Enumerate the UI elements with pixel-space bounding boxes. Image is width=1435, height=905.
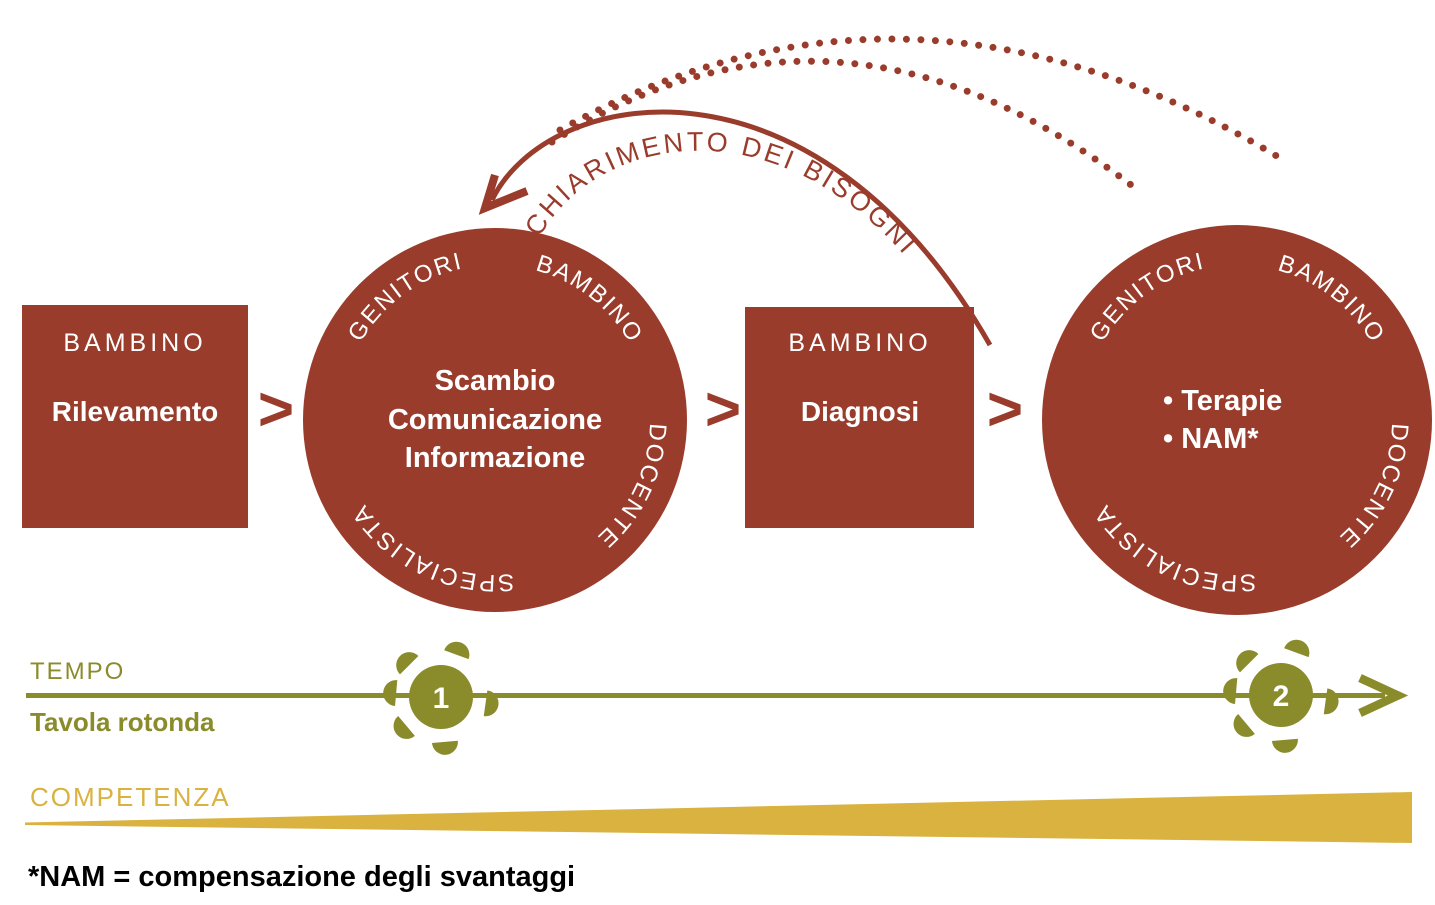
footnote: *NAM = compensazione degli svantaggi <box>28 861 575 893</box>
chair-icon <box>393 715 415 739</box>
timeline-label: TEMPO <box>30 658 125 685</box>
marker-number-2: 2 <box>1273 680 1290 713</box>
clarification-arc <box>489 109 993 347</box>
chair-icon <box>483 690 499 717</box>
chair-icon <box>1223 678 1238 705</box>
chair-icon <box>1323 688 1339 715</box>
step-box-rilevamento <box>22 305 248 528</box>
circle1-center-line-2: Comunicazione <box>388 404 602 436</box>
feedback-dotted-arc-outer <box>556 35 1284 162</box>
competence-label: COMPETENZA <box>30 782 231 812</box>
flow-chevron-3: > <box>987 375 1023 444</box>
competence-wedge <box>25 792 1412 843</box>
chair-icon <box>396 652 419 675</box>
circle2-center-line-2: • NAM* <box>1163 423 1259 455</box>
table-circle <box>409 665 473 729</box>
arc-label: CHIARIMENTO DEI BISOGNI <box>519 127 924 261</box>
chair-icon <box>1233 713 1255 737</box>
flow-chevron-1: > <box>258 375 294 444</box>
marker-number-1: 1 <box>433 682 450 715</box>
box1-header: BAMBINO <box>63 329 206 357</box>
timeline-arrowhead-icon <box>1358 674 1409 717</box>
table-circle <box>1249 663 1313 727</box>
box2-header: BAMBINO <box>788 329 931 357</box>
chair-icon <box>383 680 398 707</box>
chair-icon <box>1284 639 1310 658</box>
round-table-circle-2 <box>1042 225 1432 615</box>
arc-arrowhead-icon <box>478 173 529 215</box>
chair-icon <box>444 641 470 660</box>
feedback-dotted-arc-inner <box>548 57 1139 192</box>
chair-icon <box>431 740 458 755</box>
timeline-sublabel: Tavola rotonda <box>30 707 215 737</box>
round-table-circle-1 <box>303 228 687 612</box>
flow-chevron-2: > <box>705 375 741 444</box>
chair-icon <box>1236 650 1259 673</box>
box1-title: Rilevamento <box>52 396 219 427</box>
round-table-marker-2: 2 <box>1223 639 1339 753</box>
chair-icon <box>1271 738 1298 753</box>
round-table-marker-1: 1 <box>383 641 499 755</box>
box2-title: Diagnosi <box>801 396 919 427</box>
circle2-center-line-1: • Terapie <box>1163 385 1282 417</box>
circle1-center-line-3: Informazione <box>405 442 585 474</box>
circle1-center-line-1: Scambio <box>435 365 556 397</box>
step-box-diagnosi <box>745 307 974 528</box>
